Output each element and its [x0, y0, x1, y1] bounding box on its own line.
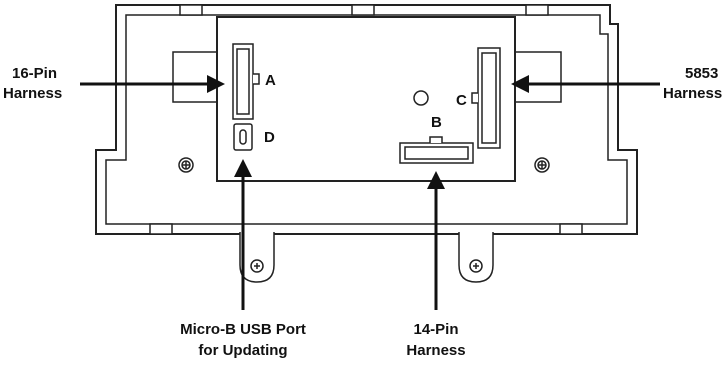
- screw-icon-right: [534, 157, 550, 173]
- connector-c: [471, 47, 501, 149]
- usb-port-icon: [233, 123, 253, 151]
- connector-a: [232, 43, 260, 120]
- connector-b: [399, 136, 474, 164]
- label-16pin-line2: Harness: [3, 85, 62, 102]
- label-14pin-line2: Harness: [406, 342, 465, 359]
- screw-icon-left: [178, 157, 194, 173]
- housing-top-tabs: [179, 4, 549, 16]
- label-14pin-line1: 14-Pin: [413, 321, 458, 338]
- label-usb-line2: for Updating: [198, 342, 287, 359]
- mounting-ear-left: [239, 232, 275, 283]
- callout-arrows: [80, 75, 660, 310]
- label-5853-line1: 5853: [685, 65, 718, 82]
- connector-b-letter: B: [431, 114, 442, 131]
- connector-d-letter: D: [264, 129, 275, 146]
- label-5853-line2: Harness: [663, 85, 722, 102]
- mounting-ear-right: [458, 232, 494, 283]
- label-usb-line1: Micro-B USB Port: [180, 321, 306, 338]
- connector-c-letter: C: [456, 92, 467, 109]
- outer-housing: [95, 4, 638, 235]
- connector-a-letter: A: [265, 72, 276, 89]
- label-16pin-line1: 16-Pin: [12, 65, 57, 82]
- board-hole: [413, 90, 429, 106]
- housing-bottom-tabs: [149, 223, 583, 235]
